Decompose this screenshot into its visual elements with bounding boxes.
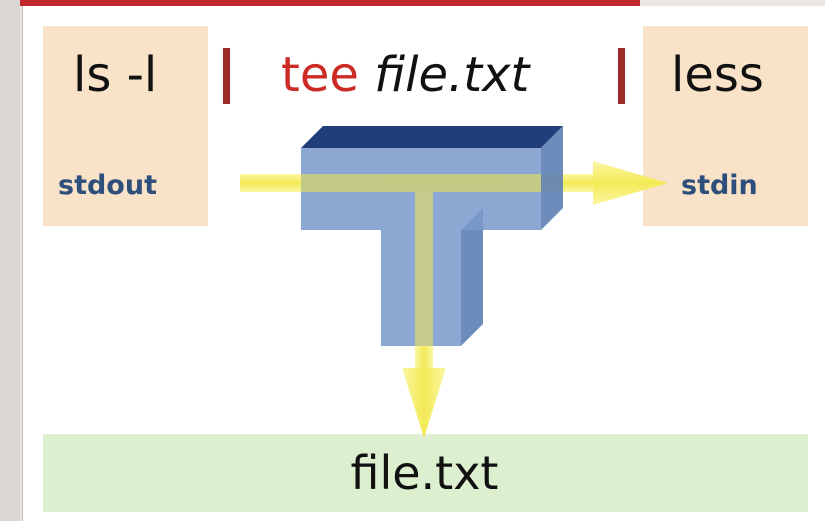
stdin-label: stdin [681,170,758,201]
arrow-through-pipe [301,174,541,346]
pipe-symbol-1 [223,48,230,104]
less-command-label: less [671,47,764,103]
tee-to-file-arrow [402,346,446,438]
ls-command-box [43,26,208,226]
pipe-symbol-2 [618,48,625,104]
tee-keyword: tee [281,47,359,103]
tee-argument: file.txt [374,47,530,103]
left-margin [0,0,20,521]
file-output-band [43,434,808,512]
ls-command-label: ls -l [73,47,158,103]
stdout-label: stdout [58,170,157,201]
top-accent-strip [0,0,640,6]
tee-pipe-illustration [240,126,668,438]
tee-diagram-canvas: ls -l tee file.txt less stdout stdin fil… [22,6,825,521]
less-command-box [643,26,808,226]
file-label: file.txt [350,446,499,500]
tee-command-label: tee file.txt [281,51,529,99]
